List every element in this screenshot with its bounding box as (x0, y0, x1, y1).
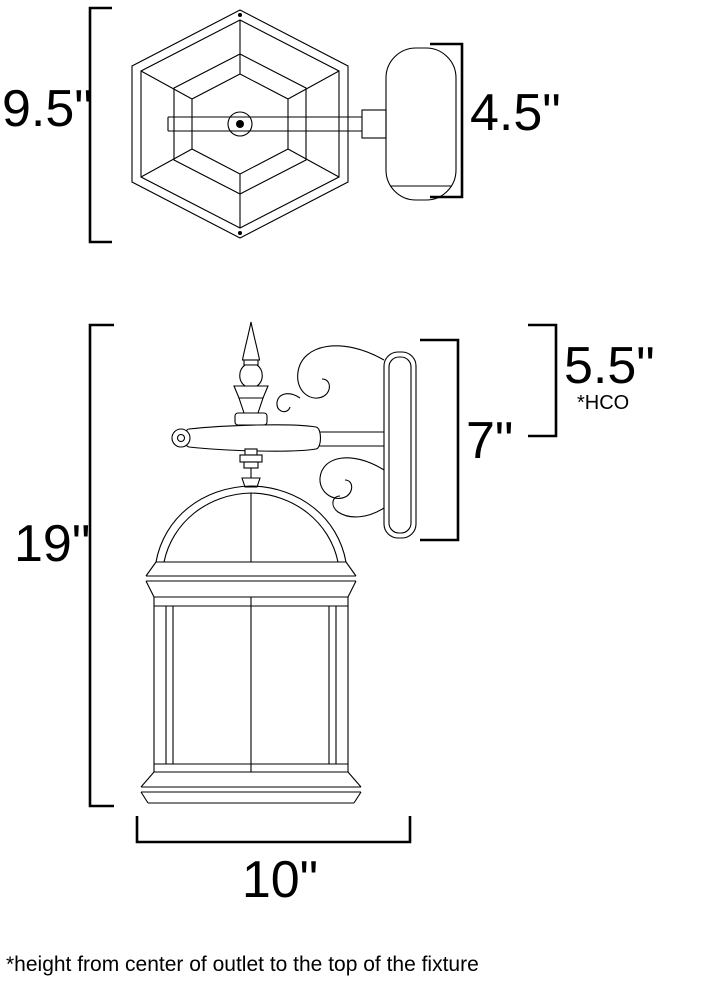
lantern-top-view (131, 9, 387, 239)
mounting-plate-top-view (385, 47, 457, 201)
dimension-overall-height-top: 9.5" (2, 6, 112, 244)
hco-note: *HCO (577, 392, 629, 414)
mounting-plate-side-view (383, 351, 417, 539)
dimension-projection: 10" (135, 816, 412, 909)
hexagon-outer (131, 9, 349, 239)
dimension-label-19: 19" (14, 515, 90, 573)
scroll-bracket (171, 345, 386, 518)
center-hub (227, 111, 253, 137)
dimension-label-5-5: 5.5" (564, 337, 655, 395)
dimension-hco: 5.5" *HCO (528, 323, 655, 438)
dimension-backplate-top: 4.5" (430, 42, 561, 199)
dimension-label-9-5: 9.5" (2, 80, 93, 138)
dimension-label-10: 10" (242, 851, 318, 909)
dimension-overall-height-side: 19" (14, 323, 114, 808)
lantern-stem (239, 448, 263, 488)
dimension-label-4-5: 4.5" (470, 84, 561, 142)
finial (233, 321, 269, 426)
lantern-side-view (140, 485, 362, 804)
arm-bracket-top-view (361, 109, 387, 139)
support-arm (183, 424, 322, 452)
footnote: *height from center of outlet to the top… (6, 953, 479, 976)
dimension-backplate-side: 7" (420, 338, 513, 542)
top-view-drawing: 9.5" 4.5" (2, 6, 561, 244)
dimension-label-7: 7" (466, 412, 513, 470)
side-view-drawing: 19" 7" 5.5" *HCO 10" (14, 321, 655, 909)
